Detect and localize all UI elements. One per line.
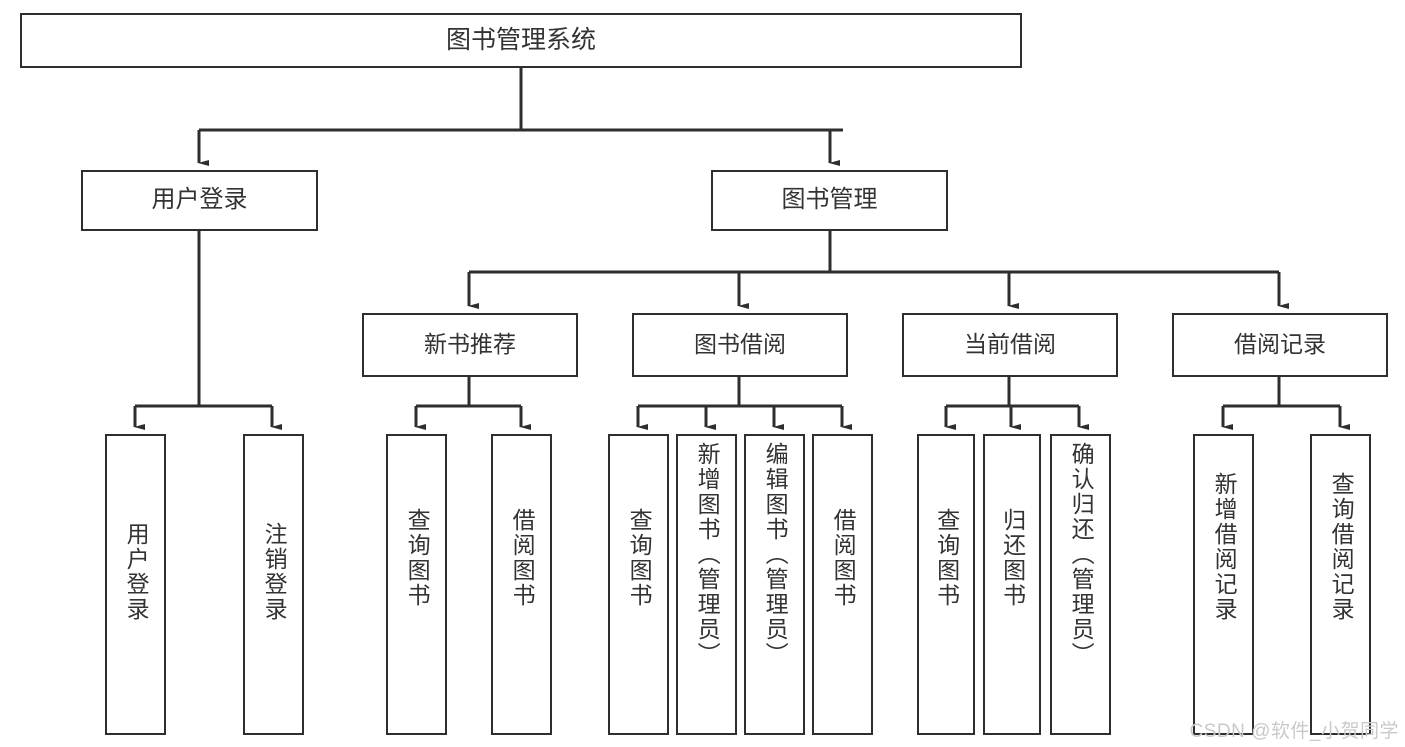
node-label: 借阅图书 [830,508,857,608]
node-label: 图书借阅 [694,331,786,358]
leaf-query-borrow-record[interactable]: 查询借阅记录 [1310,434,1371,735]
node-book-borrow[interactable]: 图书借阅 [632,313,848,377]
leaf-edit-book-admin[interactable]: 编辑图书（管理员） [744,434,805,735]
leaf-logout[interactable]: 注销登录 [243,434,304,735]
node-label: 查询图书 [933,508,960,608]
node-label: 编辑图书（管理员） [762,442,789,667]
leaf-return-book[interactable]: 归还图书 [983,434,1041,735]
node-label: 新增图书（管理员） [694,442,721,667]
node-label: 查询图书 [404,508,431,608]
node-label: 查询借阅记录 [1328,472,1355,622]
node-root-book-management-system[interactable]: 图书管理系统 [20,13,1022,68]
node-borrow-records[interactable]: 借阅记录 [1172,313,1388,377]
leaf-add-book-admin[interactable]: 新增图书（管理员） [676,434,737,735]
leaf-query-book-cb[interactable]: 查询图书 [917,434,975,735]
node-label: 用户登录 [151,186,248,214]
node-label: 查询图书 [626,508,653,608]
node-user-login[interactable]: 用户登录 [81,170,318,231]
leaf-query-book-bb[interactable]: 查询图书 [608,434,669,735]
node-book-management[interactable]: 图书管理 [711,170,948,231]
leaf-borrow-book-bb[interactable]: 借阅图书 [812,434,873,735]
leaf-add-borrow-record[interactable]: 新增借阅记录 [1193,434,1254,735]
node-label: 新书推荐 [424,331,516,358]
node-label: 归还图书 [999,508,1026,608]
leaf-query-book-nb[interactable]: 查询图书 [386,434,447,735]
leaf-user-login[interactable]: 用户登录 [105,434,166,735]
node-label: 借阅记录 [1234,331,1326,358]
node-label: 用户登录 [123,522,150,622]
node-current-borrow[interactable]: 当前借阅 [902,313,1118,377]
node-label: 当前借阅 [964,331,1056,358]
node-label: 确认归还（管理员） [1068,442,1095,667]
node-label: 借阅图书 [509,508,536,608]
node-label: 图书管理 [781,186,878,214]
node-label: 注销登录 [261,522,288,622]
node-label: 新增借阅记录 [1211,472,1238,622]
node-new-book-recommend[interactable]: 新书推荐 [362,313,578,377]
node-label: 图书管理系统 [445,25,596,54]
leaf-borrow-book-nb[interactable]: 借阅图书 [491,434,552,735]
leaf-confirm-return-admin[interactable]: 确认归还（管理员） [1050,434,1111,735]
